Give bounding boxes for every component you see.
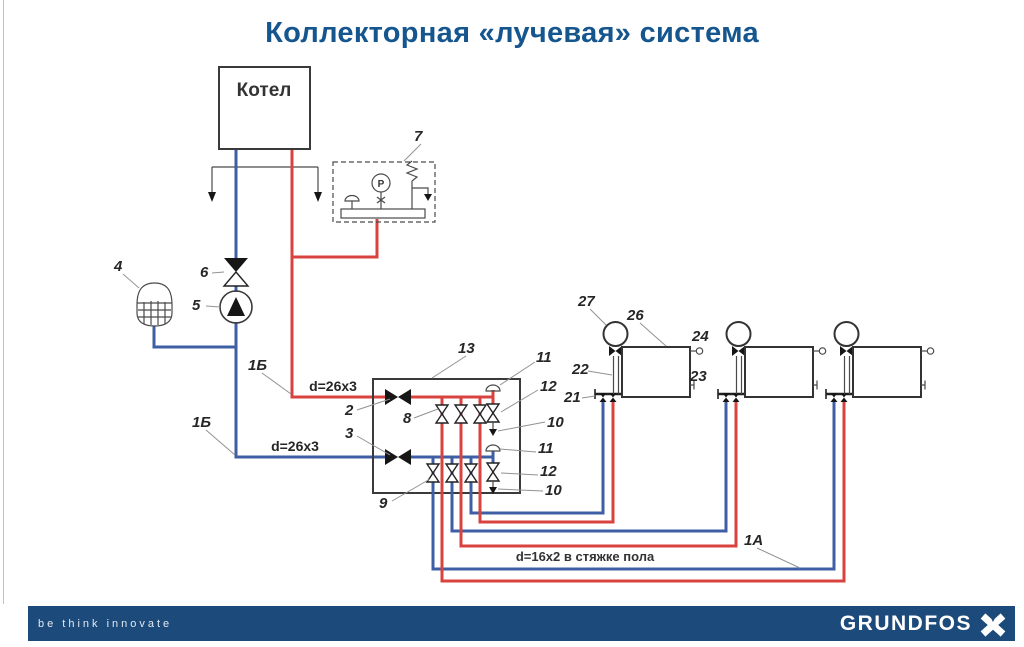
callout-22: 22: [571, 361, 589, 378]
safety-group-pipe: [292, 219, 379, 259]
supply-pipe-main: [290, 149, 385, 399]
radiator-3: [824, 320, 936, 404]
callout-21: 21: [563, 389, 581, 406]
pipe-callouts: 1Б 1Б d=26x3 d=26x3: [192, 357, 357, 456]
callout-24: 24: [691, 328, 709, 345]
callout-2: 2: [344, 402, 354, 419]
brand-wordmark: GRUNDFOS: [839, 611, 972, 635]
page-title: Коллекторная «лучевая» система: [265, 17, 759, 49]
callout-23: 23: [689, 368, 707, 385]
air-vent-icon: [485, 384, 501, 392]
grundfos-x-icon: [980, 610, 1006, 637]
air-vent-icon: [485, 444, 501, 452]
brand-logo: GRUNDFOS: [840, 610, 1007, 638]
safety-valve-icon: [405, 160, 432, 209]
manifold-cabinet: 13: [372, 340, 521, 494]
callout-11-return: 11: [538, 440, 554, 457]
callout-5: 5: [192, 297, 201, 314]
supply-dimension-label: d=26x3: [309, 378, 357, 394]
callout-1b-supply: 1Б: [248, 357, 267, 374]
callout-10-return: 10: [545, 482, 562, 499]
drain-arrow-icon: [489, 429, 497, 436]
floor-dimension-label: d=16x2 в стяжке пола: [516, 549, 655, 564]
drain-arrow-icon: [489, 487, 497, 494]
callout-1a: 1А: [744, 532, 763, 549]
expansion-tank-icon: 4: [113, 258, 173, 327]
inlet-valve-supply-icon: 2: [344, 389, 411, 419]
slide-edge-line: [3, 0, 4, 604]
down-arrow-icon: [208, 192, 216, 202]
callout-1b-return: 1Б: [192, 414, 211, 431]
radiator-1: [593, 320, 705, 404]
floor-loop-pipes: [431, 397, 846, 583]
callout-13: 13: [458, 340, 475, 357]
radiator-2: [716, 320, 828, 404]
supply-end-fittings: 11 12 10: [485, 349, 564, 436]
callout-11-supply: 11: [536, 349, 552, 366]
return-end-fittings: 11 12 10: [485, 440, 562, 499]
radiator-callouts: 27 26 24 23 22 21: [563, 293, 709, 406]
callout-3: 3: [345, 425, 354, 442]
down-arrow-icon: [314, 192, 322, 202]
callout-27: 27: [577, 293, 595, 310]
callout-10-supply: 10: [547, 414, 564, 431]
callout-4: 4: [113, 258, 123, 275]
callout-6: 6: [200, 264, 209, 281]
callout-12-supply: 12: [540, 378, 557, 395]
callout-7: 7: [414, 128, 423, 145]
return-dimension-label: d=26x3: [271, 438, 319, 454]
shutoff-valve-icon: 6: [200, 258, 250, 287]
callout-8: 8: [403, 410, 412, 427]
return-branch-valves: 9: [379, 463, 479, 512]
boiler-label: Котел: [237, 80, 292, 101]
safety-group: Р 7: [332, 128, 436, 223]
footer-bar: be think innovate GRUNDFOS: [28, 606, 1015, 641]
footer-tagline: be think innovate: [38, 617, 173, 630]
boiler-bracket: [208, 166, 322, 202]
supply-branch-valves: 8: [403, 404, 488, 427]
pump-icon: 5: [192, 290, 253, 324]
callout-26: 26: [626, 307, 644, 324]
boiler: Котел: [218, 66, 311, 150]
schematic-diagram: Котел Р 7 4: [113, 66, 936, 583]
callout-9: 9: [379, 495, 388, 512]
loop-callout: 1А: [744, 532, 801, 569]
callout-12-return: 12: [540, 463, 557, 480]
expansion-tank-pipe: [152, 326, 236, 349]
pressure-gauge-letter: Р: [378, 179, 385, 190]
inlet-valve-return-icon: 3: [345, 425, 411, 465]
